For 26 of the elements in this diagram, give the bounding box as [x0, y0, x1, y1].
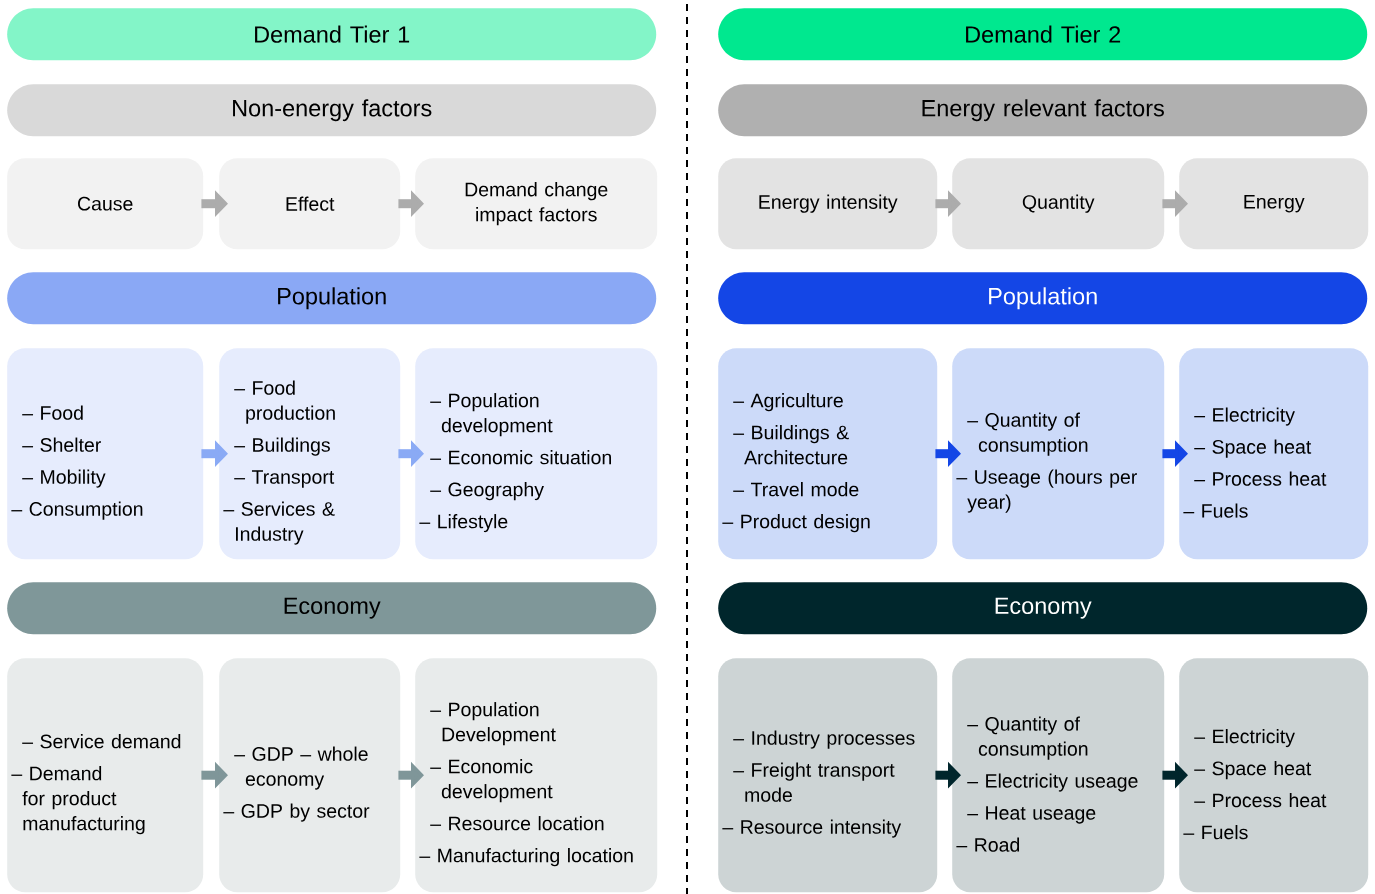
list-box: – Quantity of consumption – Useage (hours per year): [952, 348, 1165, 560]
header-band: Economy: [718, 582, 1368, 635]
list-box: – Electricity – Space heat – Process heat – Fuels: [1179, 658, 1369, 893]
header-band: Demand Tier 2: [718, 8, 1368, 61]
list-box: – Food – Shelter – Mobility – Consumption: [7, 348, 204, 560]
factor-box: Effect: [219, 158, 401, 250]
factor-box: Energy: [1179, 158, 1369, 250]
header-band: Population: [7, 272, 657, 325]
list-box: – Population Development – Economic development – Resource location – Manufacturing location: [415, 658, 658, 893]
header-band: Demand Tier 1: [7, 8, 657, 61]
header-band: Non-energy factors: [7, 84, 657, 137]
list-box: – Electricity – Space heat – Process heat – Fuels: [1179, 348, 1369, 560]
factor-box: Cause: [7, 158, 204, 250]
header-band: Energy relevant factors: [718, 84, 1368, 137]
factor-box: Quantity: [952, 158, 1165, 250]
factor-box: Energy intensity: [718, 158, 938, 250]
list-box: – Food production – Buildings – Transport – Services & Industry: [219, 348, 401, 560]
list-box: – Population development – Economic situation – Geography – Lifestyle: [415, 348, 658, 560]
list-box: – Industry processes – Freight transport mode – Resource intensity: [718, 658, 938, 893]
list-box: – Agriculture – Buildings & Architecture – Travel mode – Product design: [718, 348, 938, 560]
factor-box: Demand change impact factors: [415, 158, 658, 250]
header-band: Economy: [7, 582, 657, 635]
list-box: – Quantity of consumption – Electricity useage – Heat useage – Road: [952, 658, 1165, 893]
list-box: – GDP – whole economy – GDP by sector: [219, 658, 401, 893]
list-box: – Service demand – Demand for product manufacturing: [7, 658, 204, 893]
header-band: Population: [718, 272, 1368, 325]
